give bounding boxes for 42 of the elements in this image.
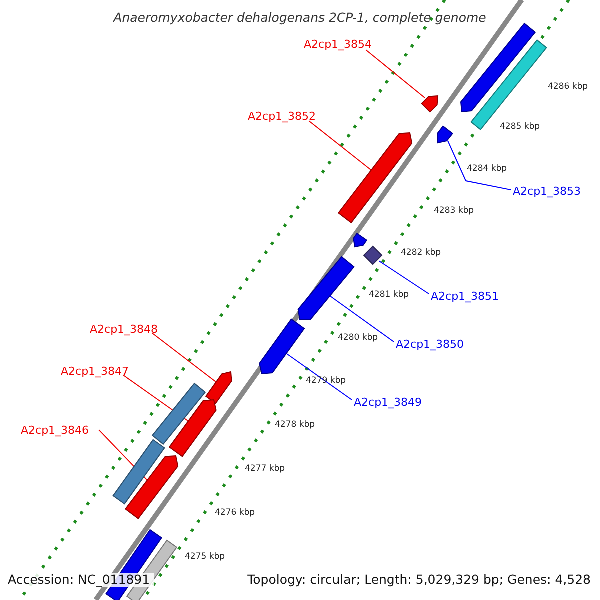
feature-bar [112,439,166,505]
gene-block [124,455,179,520]
gene-label: A2cp1_3849 [354,396,422,410]
scale-label: 4276 kbp [215,507,256,520]
scale-label: 4285 kbp [500,121,540,134]
scale-label: 4280 kbp [338,332,378,345]
leader-line [152,332,216,382]
leader-line [286,354,352,400]
gene-label: A2cp1_3846 [21,424,90,438]
gene-block [353,232,368,248]
gene-block [259,318,306,375]
scale-label: 4278 kbp [275,419,316,432]
gene-label: A2cp1_3847 [61,365,130,379]
gene-label: A2cp1_3848 [90,323,158,337]
gene-block [205,371,232,404]
gene-block [168,399,217,458]
gene-label: A2cp1_3854 [304,38,372,52]
gene-label: A2cp1_3850 [396,338,464,352]
leader-line [330,296,394,342]
gene-label: A2cp1_3853 [513,185,582,199]
feature-diamond [363,246,383,266]
scale-label: 4275 kbp [185,551,226,564]
gene-block [298,256,355,321]
feature-bar [152,382,206,446]
gene-block [338,132,413,224]
scale-label: 4281 kbp [369,289,410,302]
gene-block [421,95,439,113]
scale-label: 4282 kbp [401,247,442,260]
scale-label: 4279 kbp [306,375,346,388]
gene-label: A2cp1_3851 [431,290,500,304]
gene-block [437,126,454,144]
leader-line [366,50,426,98]
scale-label: 4283 kbp [434,205,474,218]
scale-label: 4286 kbp [548,81,588,94]
feature-bar [470,40,548,130]
leader-line [308,120,372,170]
leader-line [448,140,512,190]
scale-label: 4284 kbp [467,163,508,176]
leader-line [378,260,430,294]
title: Anaeromyxobacter dehalogenans 2CP-1, complete genome [112,11,488,25]
scale-label: 4277 kbp [245,463,286,476]
gene-label: A2cp1_3852 [248,110,316,124]
